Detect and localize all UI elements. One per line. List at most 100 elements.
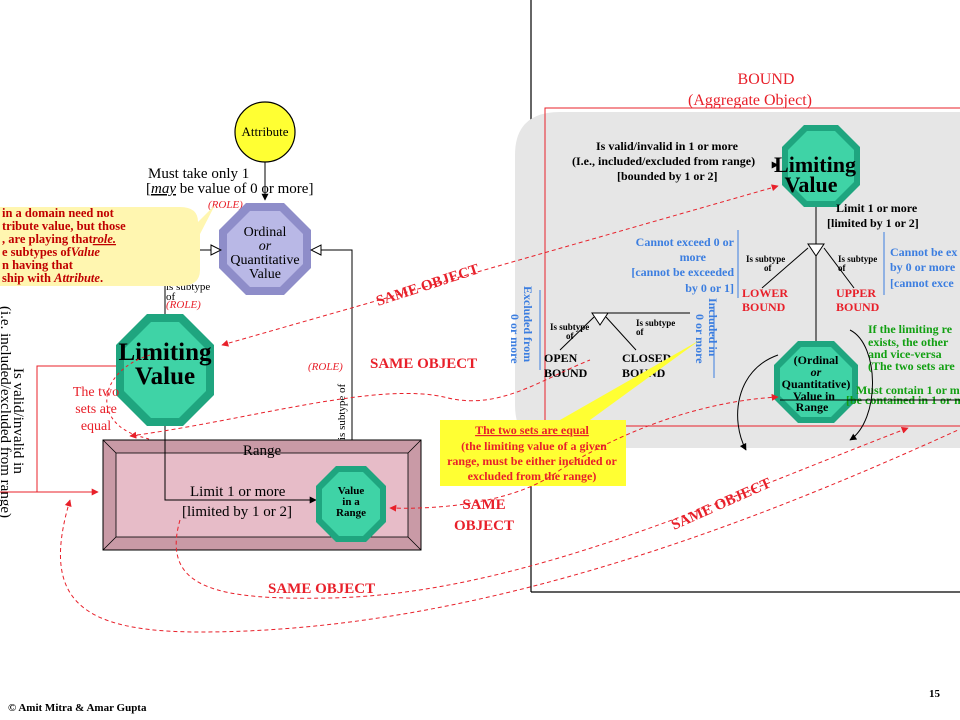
svg-text:exists, the other: exists, the other [868, 335, 949, 349]
role-label-1: (ROLE) [208, 199, 243, 211]
ordinal-value-node: Ordinal or Quantitative Value [219, 203, 311, 295]
same-object-d: SAME OBJECT [669, 475, 773, 533]
attribute-label: Attribute [242, 124, 289, 139]
svg-text:by 0 or 1]: by 0 or 1] [685, 281, 734, 295]
svg-text:Ordinal: Ordinal [244, 225, 287, 240]
limit-right-2: [limited by 1 or 2] [827, 216, 919, 230]
same-object-line-d [175, 426, 909, 599]
svg-text:Limiting: Limiting [118, 339, 212, 366]
valid-right-arrow [771, 161, 779, 169]
same-object-line-e [60, 429, 959, 633]
svg-text:n having that: n having that [2, 258, 74, 272]
svg-text:e subtypes ofValue: e subtypes ofValue [2, 245, 100, 259]
svg-text:ship with Attribute.: ship with Attribute. [2, 271, 103, 285]
valid-vertical-1: Is valid/invalid in [10, 368, 26, 474]
included-or-more: 0 or more [693, 314, 707, 364]
limiting-value-node-right: Limiting Value [774, 125, 860, 207]
same-object-line-a [221, 184, 779, 347]
subtype-branch-upper [823, 247, 855, 289]
svg-text:excluded from the range): excluded from the range) [468, 469, 597, 483]
same-object-a: SAME OBJECT [374, 261, 481, 309]
svg-text:[cannot exce: [cannot exce [890, 276, 954, 290]
role-label-2: (ROLE) [166, 299, 201, 311]
open-bound-1: OPEN [544, 351, 578, 365]
svg-text:Cannot exceed 0 or: Cannot exceed 0 or [636, 235, 735, 249]
excluded-or-more: 0 or more [508, 314, 522, 364]
copyright: © Amit Mitra & Amar Gupta [8, 702, 147, 714]
svg-text:in a: in a [342, 496, 360, 508]
svg-text:by 0 or more: by 0 or more [890, 260, 956, 274]
range-label: Range [243, 443, 282, 459]
svg-text:The two: The two [73, 385, 119, 400]
svg-text:(Ordinal: (Ordinal [794, 353, 839, 367]
svg-text:[cannot be exceeded: [cannot be exceeded [631, 265, 734, 279]
must-take-line1: Must take only 1 [148, 166, 249, 182]
same-object-c1: SAME [462, 497, 505, 513]
svg-text:Value: Value [785, 172, 838, 197]
same-object-e: SAME OBJECT [268, 581, 375, 597]
svg-text:(the limiting value of a given: (the limiting value of a given [461, 439, 607, 453]
svg-text:in a domain need not: in a domain need not [2, 206, 115, 220]
closed-bound-1: CLOSED [622, 351, 672, 365]
svg-text:The two sets are equal: The two sets are equal [475, 423, 589, 437]
value-in-range-node-right: (Ordinal or Quantitative) Value in Range [774, 341, 858, 423]
valid-right-2: (I.e., included/excluded from range) [572, 154, 755, 168]
svg-text:or: or [259, 239, 272, 254]
is-subtype-r1-of: of [764, 263, 773, 273]
upper-bound-2: BOUND [836, 300, 880, 314]
svg-text:Range: Range [336, 507, 366, 519]
limit-line-left [164, 426, 317, 504]
svg-text:range, must be either included: range, must be either included or [447, 454, 617, 468]
valid-right-1: Is valid/invalid in 1 or more [596, 139, 739, 153]
same-object-line-c [389, 393, 779, 512]
is-subtype-c-of: of [636, 327, 645, 337]
is-subtype-label-2: of [166, 291, 176, 303]
green-note: If the limiting re exists, the other and… [868, 322, 955, 373]
svg-text:Quantitative): Quantitative) [782, 377, 851, 391]
valid-red-line [36, 365, 116, 496]
svg-text:sets are: sets are [75, 402, 117, 417]
equal-sets-curve-right-2 [849, 329, 873, 441]
svg-text:(The two sets are: (The two sets are [868, 359, 955, 373]
bound-title-2: (Aggregate Object) [688, 92, 812, 109]
is-subtype-vertical: is subtype of [336, 383, 348, 440]
svg-text:Limiting: Limiting [774, 152, 856, 177]
svg-text:more: more [680, 250, 707, 264]
callout-note-left [0, 205, 215, 286]
open-bound-2: BOUND [544, 366, 588, 380]
must-contain-1: Must contain 1 or mo [856, 383, 960, 397]
upper-bound-1: UPPER [836, 286, 876, 300]
excluded-from: Excluded from [521, 286, 535, 362]
is-subtype-r2: Is subtype [838, 254, 877, 264]
limit-left-1: Limit 1 or more [190, 484, 286, 500]
svg-text:If the limiting re: If the limiting re [868, 322, 953, 336]
cannot-be-note: Cannot be ex by 0 or more [cannot exce [890, 245, 957, 290]
svg-text:tribute value, but those: tribute value, but those [2, 219, 126, 233]
two-sets-equal-left: The two sets are equal [73, 385, 119, 434]
must-take-line2: [may be value of 0 or more] [146, 181, 313, 197]
svg-text:Value: Value [135, 363, 195, 390]
same-object-c2: OBJECT [454, 518, 514, 534]
svg-text:Value: Value [338, 485, 365, 497]
valid-right-3: [bounded by 1 or 2] [617, 169, 717, 183]
callout-note-left-text: in a domain need not tribute value, but … [2, 206, 126, 285]
role-label-3: (ROLE) [308, 361, 343, 373]
lower-bound-1: LOWER [742, 286, 788, 300]
page-number: 15 [929, 688, 941, 700]
limiting-value-node-left: Limiting Value [116, 314, 214, 426]
svg-text:Quantitative: Quantitative [230, 253, 299, 268]
svg-text:and vice-versa: and vice-versa [868, 347, 942, 361]
is-subtype-o-of: of [566, 331, 575, 341]
value-in-range-node-left: Value in a Range [316, 466, 386, 542]
svg-text:, are playing thatrole.: , are playing thatrole. [2, 232, 116, 246]
valid-vertical-2: (i.e. included/excluded from range) [0, 306, 13, 518]
bound-title-1: BOUND [738, 71, 795, 88]
limit-right-1: Limit 1 or more [836, 201, 918, 215]
svg-text:equal: equal [81, 419, 111, 434]
svg-text:Range: Range [796, 400, 829, 414]
included-in: Included in [706, 298, 720, 357]
limit-left-2: [limited by 1 or 2] [182, 504, 292, 520]
svg-text:or: or [811, 365, 822, 379]
subtype-triangle-right [807, 243, 825, 257]
